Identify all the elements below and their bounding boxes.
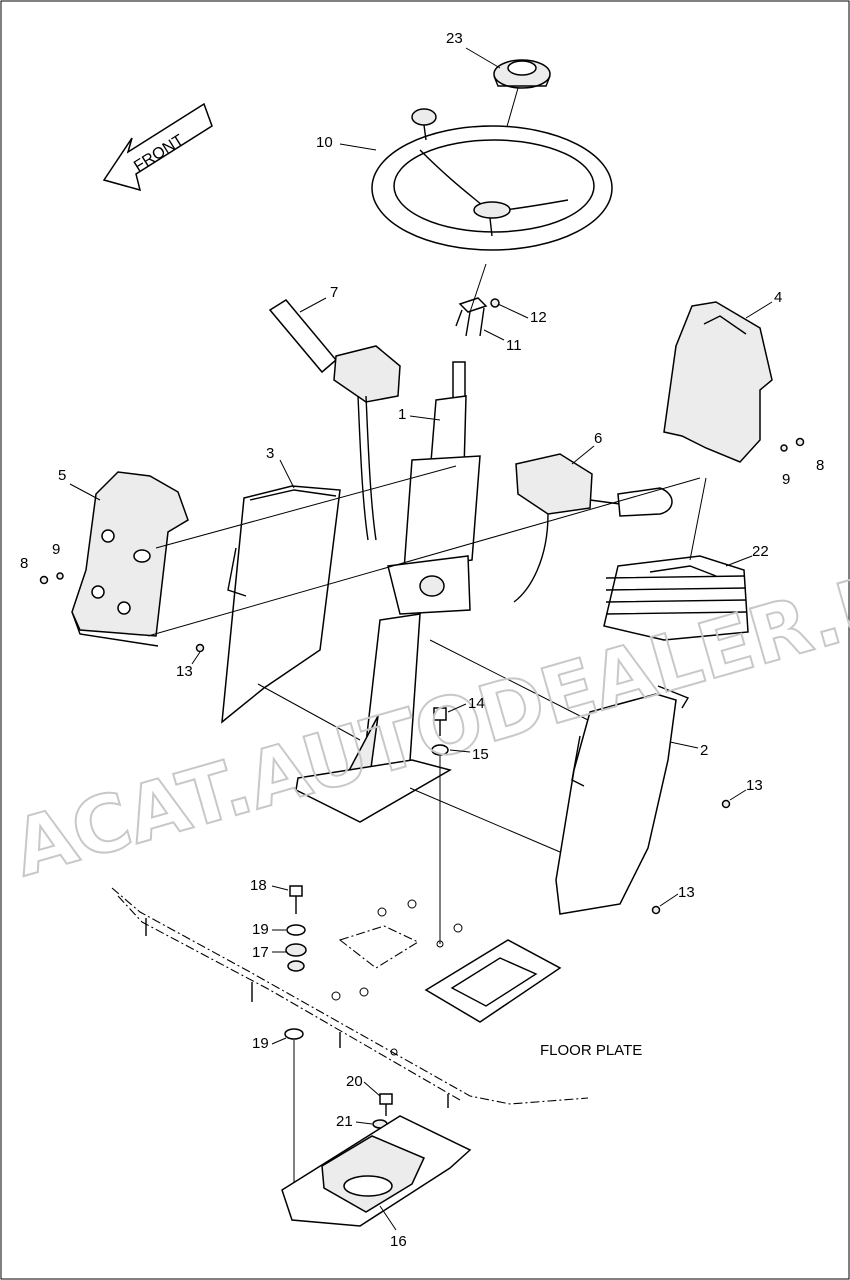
callout-18: 18 [250, 877, 267, 894]
callout-1: 1 [398, 406, 406, 423]
callout-13-right: 13 [746, 777, 763, 794]
front-arrow-icon: FRONT [102, 102, 213, 192]
callout-21: 21 [336, 1113, 353, 1130]
callout-8-left: 8 [20, 555, 28, 572]
callout-6: 6 [594, 430, 602, 447]
callout-15: 15 [472, 746, 489, 763]
part-4-right-cover [663, 301, 773, 463]
part-23-cap [493, 59, 551, 89]
leader-wheel-shaft [469, 263, 487, 313]
callout-17: 17 [252, 944, 269, 961]
callout-10: 10 [316, 134, 333, 151]
part-15-washer [431, 744, 449, 756]
callout-2: 2 [700, 742, 708, 759]
callout-20: 20 [346, 1073, 363, 1090]
callout-19-upper: 19 [252, 921, 269, 938]
part-7-lever [268, 299, 401, 541]
callout-7: 7 [330, 284, 338, 301]
part-11-clip [455, 297, 500, 337]
part-1-base-plate [295, 759, 452, 823]
part-10-steering-wheel [371, 108, 613, 251]
part-6-lever [513, 453, 673, 603]
part-20-bolt [379, 1093, 393, 1116]
part-14-bolt [433, 707, 447, 736]
floor-plate-label: FLOOR PLATE [540, 1042, 642, 1059]
small-fasteners [39, 437, 805, 915]
left-fastener-stack [284, 885, 307, 1196]
callout-12: 12 [530, 309, 547, 326]
floor-plate [111, 887, 589, 1108]
part-22-boot [603, 555, 749, 641]
callout-leaders [69, 47, 773, 1231]
part-16-plate [281, 1115, 472, 1227]
callout-19-lower: 19 [252, 1035, 269, 1052]
callout-8-right: 8 [816, 457, 824, 474]
callout-22: 22 [752, 543, 769, 560]
callout-9-left: 9 [52, 541, 60, 558]
callout-23: 23 [446, 30, 463, 47]
assembly-leaders [147, 465, 707, 853]
callout-13-left: 13 [176, 663, 193, 680]
callout-9-right: 9 [782, 471, 790, 488]
callout-4: 4 [774, 289, 782, 306]
part-5-left-cover [71, 471, 189, 647]
callout-11: 11 [506, 337, 522, 354]
callout-14: 14 [468, 695, 485, 712]
callout-3: 3 [266, 445, 274, 462]
part-3-cover [221, 485, 341, 724]
callout-13-lower: 13 [678, 884, 695, 901]
part-2-right-cover [555, 685, 690, 915]
callout-5: 5 [58, 467, 66, 484]
callout-16: 16 [390, 1233, 407, 1250]
